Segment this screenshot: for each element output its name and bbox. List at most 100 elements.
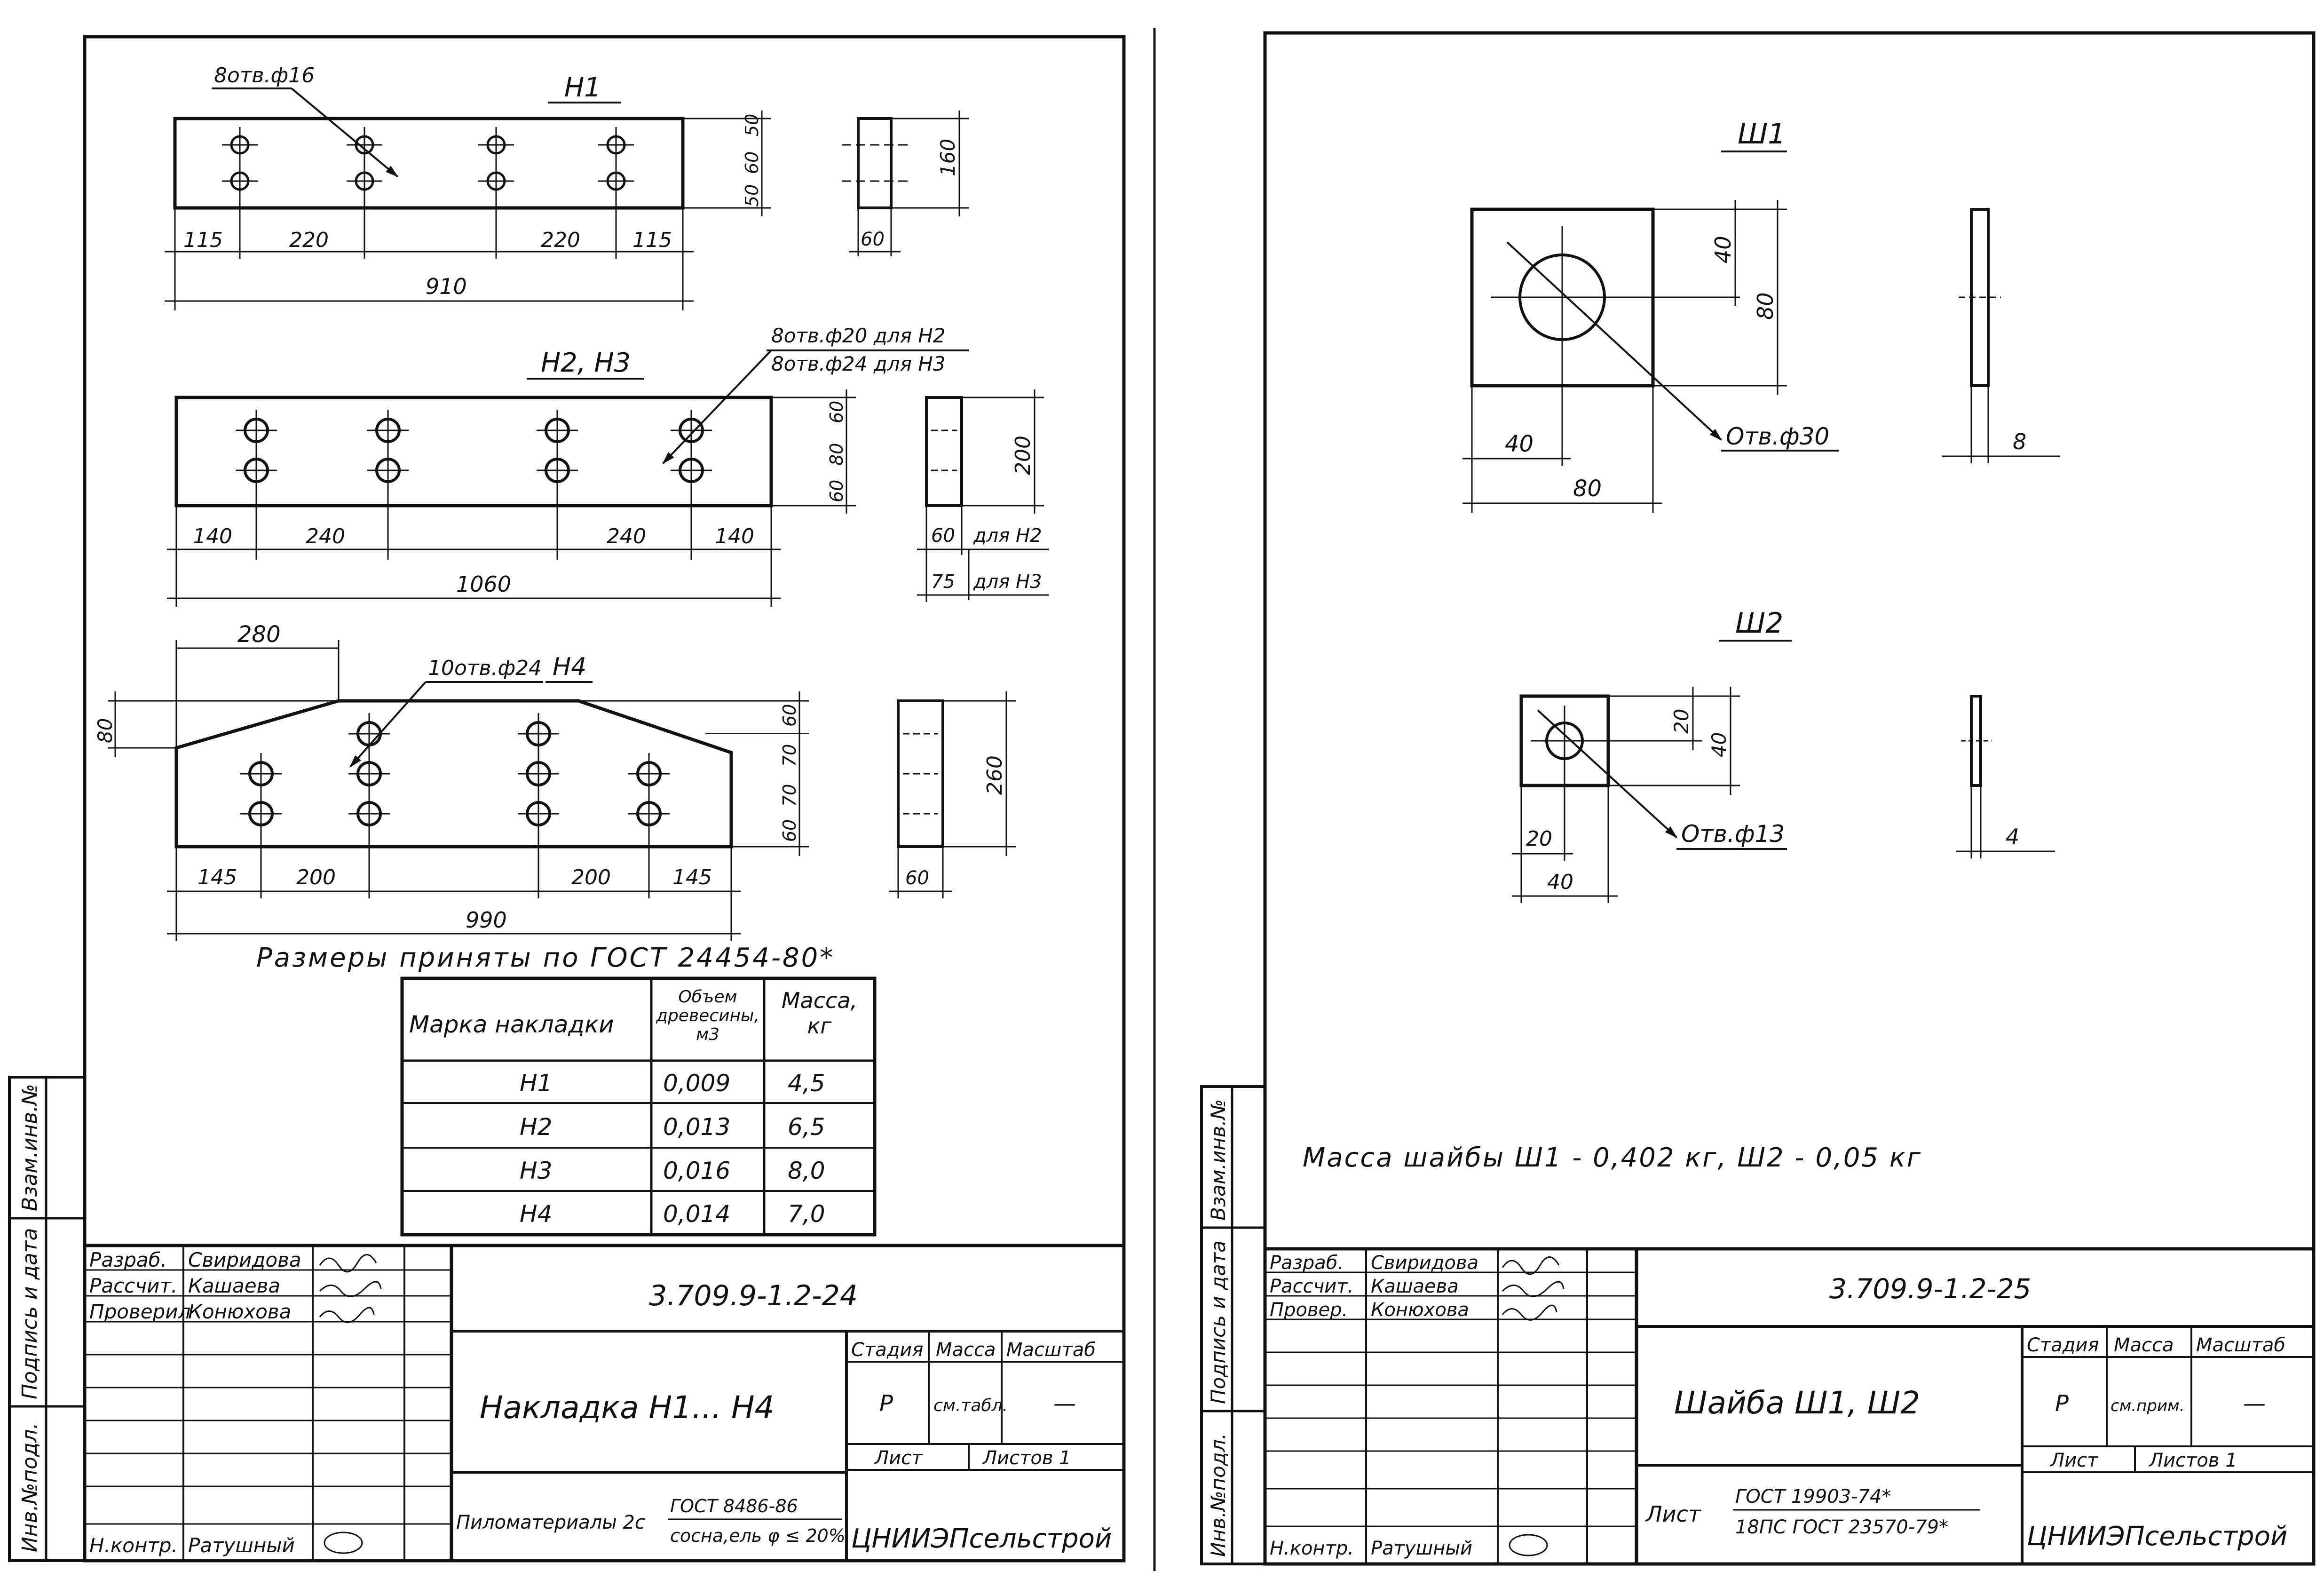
- h4-dim-4: 145: [672, 865, 712, 889]
- h2h3-dim-3: 240: [607, 524, 646, 548]
- h2h3-drawing: Н2, Н3 8отв.ф20 для Н2 8отв.ф24 для Н3 1…: [167, 324, 1049, 607]
- left-stamp-mass: см.табл.: [933, 1396, 1008, 1415]
- signature-2: [319, 1281, 382, 1297]
- h1-side-width: 60: [861, 229, 885, 250]
- right-stamp-stage: Р: [2055, 1390, 2069, 1417]
- right-mass-note: Масса шайбы Ш1 - 0,402 кг, Ш2 - 0,05 кг: [1303, 1143, 1922, 1173]
- right-stamp-material-spec: 18ПС ГОСТ 23570-79*: [1735, 1516, 1948, 1538]
- right-stamp-material-pre: Лист: [1645, 1501, 1701, 1527]
- h4-title: Н4: [553, 653, 586, 681]
- h2h3-dim-2: 240: [306, 524, 345, 548]
- left-stamp-name-1: Свиридова: [188, 1248, 301, 1271]
- left-stamp-name-2: Кашаева: [188, 1274, 280, 1297]
- right-stamp-name-1: Свиридова: [1371, 1252, 1478, 1274]
- right-stamp-mass-h: Масса: [2114, 1334, 2174, 1356]
- h4-total: 990: [466, 907, 507, 933]
- right-stamp-scale: —: [2243, 1390, 2266, 1417]
- right-sheet-frame: [1263, 31, 2316, 1566]
- table-row-3-mark: Н3: [520, 1157, 552, 1184]
- left-stamp-role-1: Разраб.: [89, 1248, 167, 1271]
- w2-title: Ш2: [1735, 607, 1783, 640]
- signature-4: [324, 1531, 363, 1554]
- right-stamp-material-std: ГОСТ 19903-74*: [1735, 1486, 1891, 1508]
- h1-side-height: 160: [936, 139, 959, 176]
- right-stamp-stage-h: Стадия: [2027, 1334, 2099, 1356]
- left-stamp-sheet: Лист: [874, 1447, 923, 1469]
- w1-dim-h1: 40: [1505, 431, 1534, 457]
- h2h3-side-w-h2-note: для Н2: [973, 525, 1042, 547]
- h2h3-dim-1: 140: [193, 524, 232, 548]
- table-header-mark: Марка накладки: [409, 1011, 614, 1038]
- h4-top-dim: 280: [237, 621, 281, 648]
- table-row-1-volume: 0,009: [663, 1070, 730, 1097]
- h4-rdim-1: 60: [779, 704, 800, 727]
- table-row-1-mass: 4,5: [788, 1070, 825, 1097]
- right-stamp-sheets: Листов 1: [2148, 1450, 2237, 1471]
- h1-dim-3: 220: [541, 228, 580, 252]
- left-side-label-replace: Взам.инв.№: [18, 1084, 42, 1211]
- h4-side-width: 60: [905, 867, 929, 889]
- h2h3-title: Н2, Н3: [541, 348, 631, 378]
- h2h3-side-view: [925, 396, 963, 507]
- h1-total: 910: [426, 274, 467, 299]
- h2h3-holes-note-2: 8отв.ф24 для Н3: [771, 352, 946, 375]
- h4-dim-1: 145: [198, 865, 237, 889]
- w2-drawing: Ш2 Отв.ф13 20 40 20 40: [1512, 607, 2055, 903]
- left-sheet: Инв.№подл. Подпись и дата Взам.инв.№ Н1 …: [8, 35, 1126, 1563]
- w1-dim-v1: 40: [1710, 236, 1736, 263]
- h1-rdim-3: 50: [742, 184, 762, 207]
- left-stamp-scale-h: Масштаб: [1006, 1339, 1096, 1361]
- h2h3-plate: [174, 396, 773, 508]
- h4-side-view: [897, 699, 944, 848]
- h2h3-rdim-3: 60: [826, 480, 847, 502]
- left-side-strip: Инв.№подл. Подпись и дата Взам.инв.№: [8, 1076, 86, 1562]
- h1-rdim-2: 60: [742, 151, 762, 174]
- table-header-volume: Объем древесины, м3: [656, 988, 759, 1044]
- right-stamp-org: ЦНИИЭПсельстрой: [2027, 1521, 2287, 1552]
- left-stamp-role-3: Проверил: [89, 1300, 190, 1323]
- left-stamp-material-std: ГОСТ 8486-86: [670, 1496, 798, 1516]
- w1-hole-label: Отв.ф30: [1726, 423, 1829, 450]
- left-stamp-stage: Р: [879, 1390, 893, 1417]
- left-side-label-inv: Инв.№подл.: [18, 1422, 42, 1552]
- table-row-2-volume: 0,013: [663, 1113, 730, 1141]
- left-stamp-role-2: Рассчит.: [89, 1274, 177, 1297]
- w1-thickness: 8: [2013, 429, 2026, 454]
- table-header-mass: Масса, кг: [781, 988, 858, 1039]
- h4-rdim-4: 60: [779, 819, 800, 842]
- right-side-strip: Инв.№подл. Подпись и дата Взам.инв.№: [1200, 1085, 1266, 1565]
- right-stamp-sheet: Лист: [2049, 1450, 2099, 1471]
- h2h3-side-w-h3: 75: [931, 571, 955, 593]
- signature-3: [319, 1307, 375, 1323]
- right-title-block: Разраб. Рассчит. Провер. Н.контр. Свирид…: [1265, 1247, 2314, 1564]
- w2-dim-v1: 20: [1670, 709, 1693, 734]
- table-row-4-volume: 0,014: [663, 1200, 730, 1228]
- left-stamp-stage-h: Стадия: [851, 1339, 923, 1361]
- right-stamp-role-1: Разраб.: [1270, 1252, 1344, 1274]
- h1-dim-1: 115: [183, 228, 223, 252]
- right-stamp-role-4: Н.контр.: [1270, 1538, 1354, 1559]
- right-stamp-scale-h: Масштаб: [2196, 1334, 2285, 1356]
- h2h3-dim-4: 140: [715, 524, 754, 548]
- left-stamp-mass-h: Масса: [936, 1339, 996, 1361]
- h4-drawing: 280 10отв.ф24 Н4 80: [94, 621, 1016, 941]
- h1-side-view: [857, 117, 893, 209]
- table-row-3-mass: 8,0: [788, 1157, 825, 1184]
- h2h3-side-height: 200: [1011, 436, 1035, 475]
- left-stamp-name-4: Ратушный: [188, 1534, 295, 1557]
- h2h3-holes-note-1: 8отв.ф20 для Н2: [771, 324, 946, 347]
- table-row-4-mass: 7,0: [788, 1200, 825, 1228]
- h4-rdim-3: 70: [779, 784, 800, 807]
- h1-dim-2: 220: [289, 228, 329, 252]
- left-stamp-role-4: Н.контр.: [89, 1534, 178, 1557]
- w1-dim-v2: 80: [1753, 292, 1778, 320]
- h4-left-dim: 80: [94, 718, 117, 743]
- right-signature-2: [1502, 1281, 1565, 1297]
- table-row-2-mark: Н2: [520, 1113, 552, 1141]
- w2-dim-h1: 20: [1526, 827, 1552, 851]
- w1-dim-h2: 80: [1573, 476, 1602, 502]
- table-row-2-mass: 6,5: [788, 1113, 825, 1141]
- h1-dim-4: 115: [632, 228, 672, 252]
- left-stamp-name-3: Конюхова: [188, 1300, 291, 1323]
